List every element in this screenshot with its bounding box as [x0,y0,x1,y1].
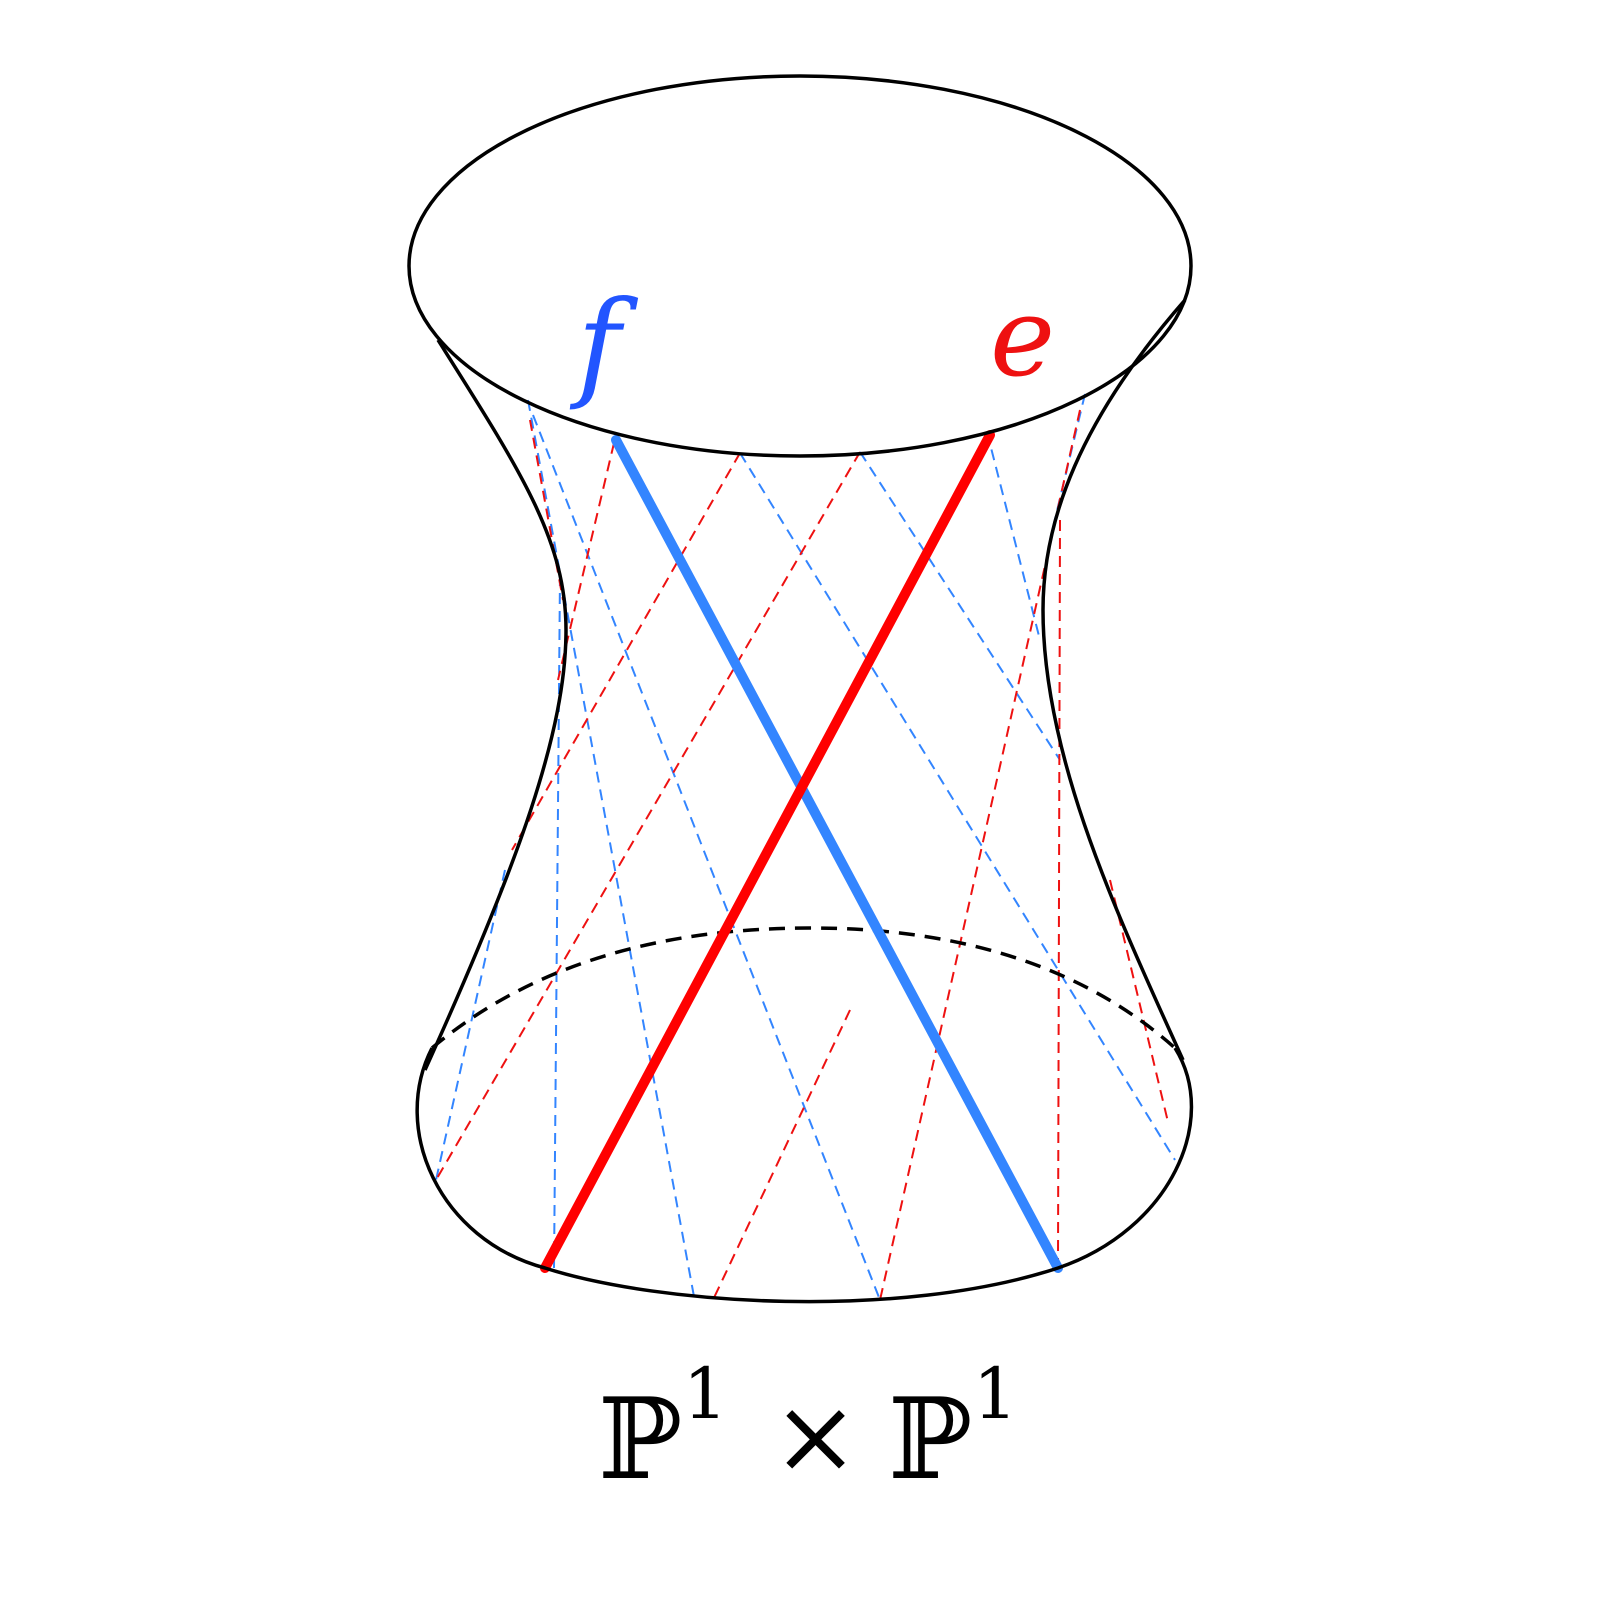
red-dashed-ruling [711,1009,851,1303]
e-ruling-thick [540,430,995,1273]
red-dashed-ruling [1057,519,1061,1263]
blue-dashed-ruling [532,414,881,1301]
formula-times-sign: × [772,1375,859,1497]
blue-dashed-ruling [739,452,1176,1161]
red-dashed-ruling [435,451,861,1181]
red-dashed-ruling [511,452,741,851]
hyperboloid-outline [407,74,1194,1304]
formula-factor-right: ℙ [888,1375,972,1505]
formula-p1-times-p1: ℙ 1 × ℙ 1 [598,1353,1018,1505]
formula-exponent-right: 1 [973,1353,1018,1435]
red-ruling-family-dashed [435,409,1169,1303]
blue-dashed-ruling [986,431,1041,641]
blue-dashed-ruling [859,451,1061,761]
top-rim-ellipse [407,74,1193,458]
bottom-rim-front [415,1047,1194,1304]
blue-ruling-family-dashed [435,393,1176,1303]
f-ruling-thick [611,435,1063,1273]
bottom-rim-back-dashed [430,926,1177,1050]
f-label: f [569,275,639,413]
right-silhouette [1041,298,1187,1061]
formula-exponent-left: 1 [683,1353,728,1435]
left-silhouette [423,339,568,1071]
formula-factor-left: ℙ [598,1375,682,1505]
e-label: e [990,273,1055,401]
blue-dashed-ruling [553,574,561,1269]
blue-dashed-ruling [527,399,696,1303]
